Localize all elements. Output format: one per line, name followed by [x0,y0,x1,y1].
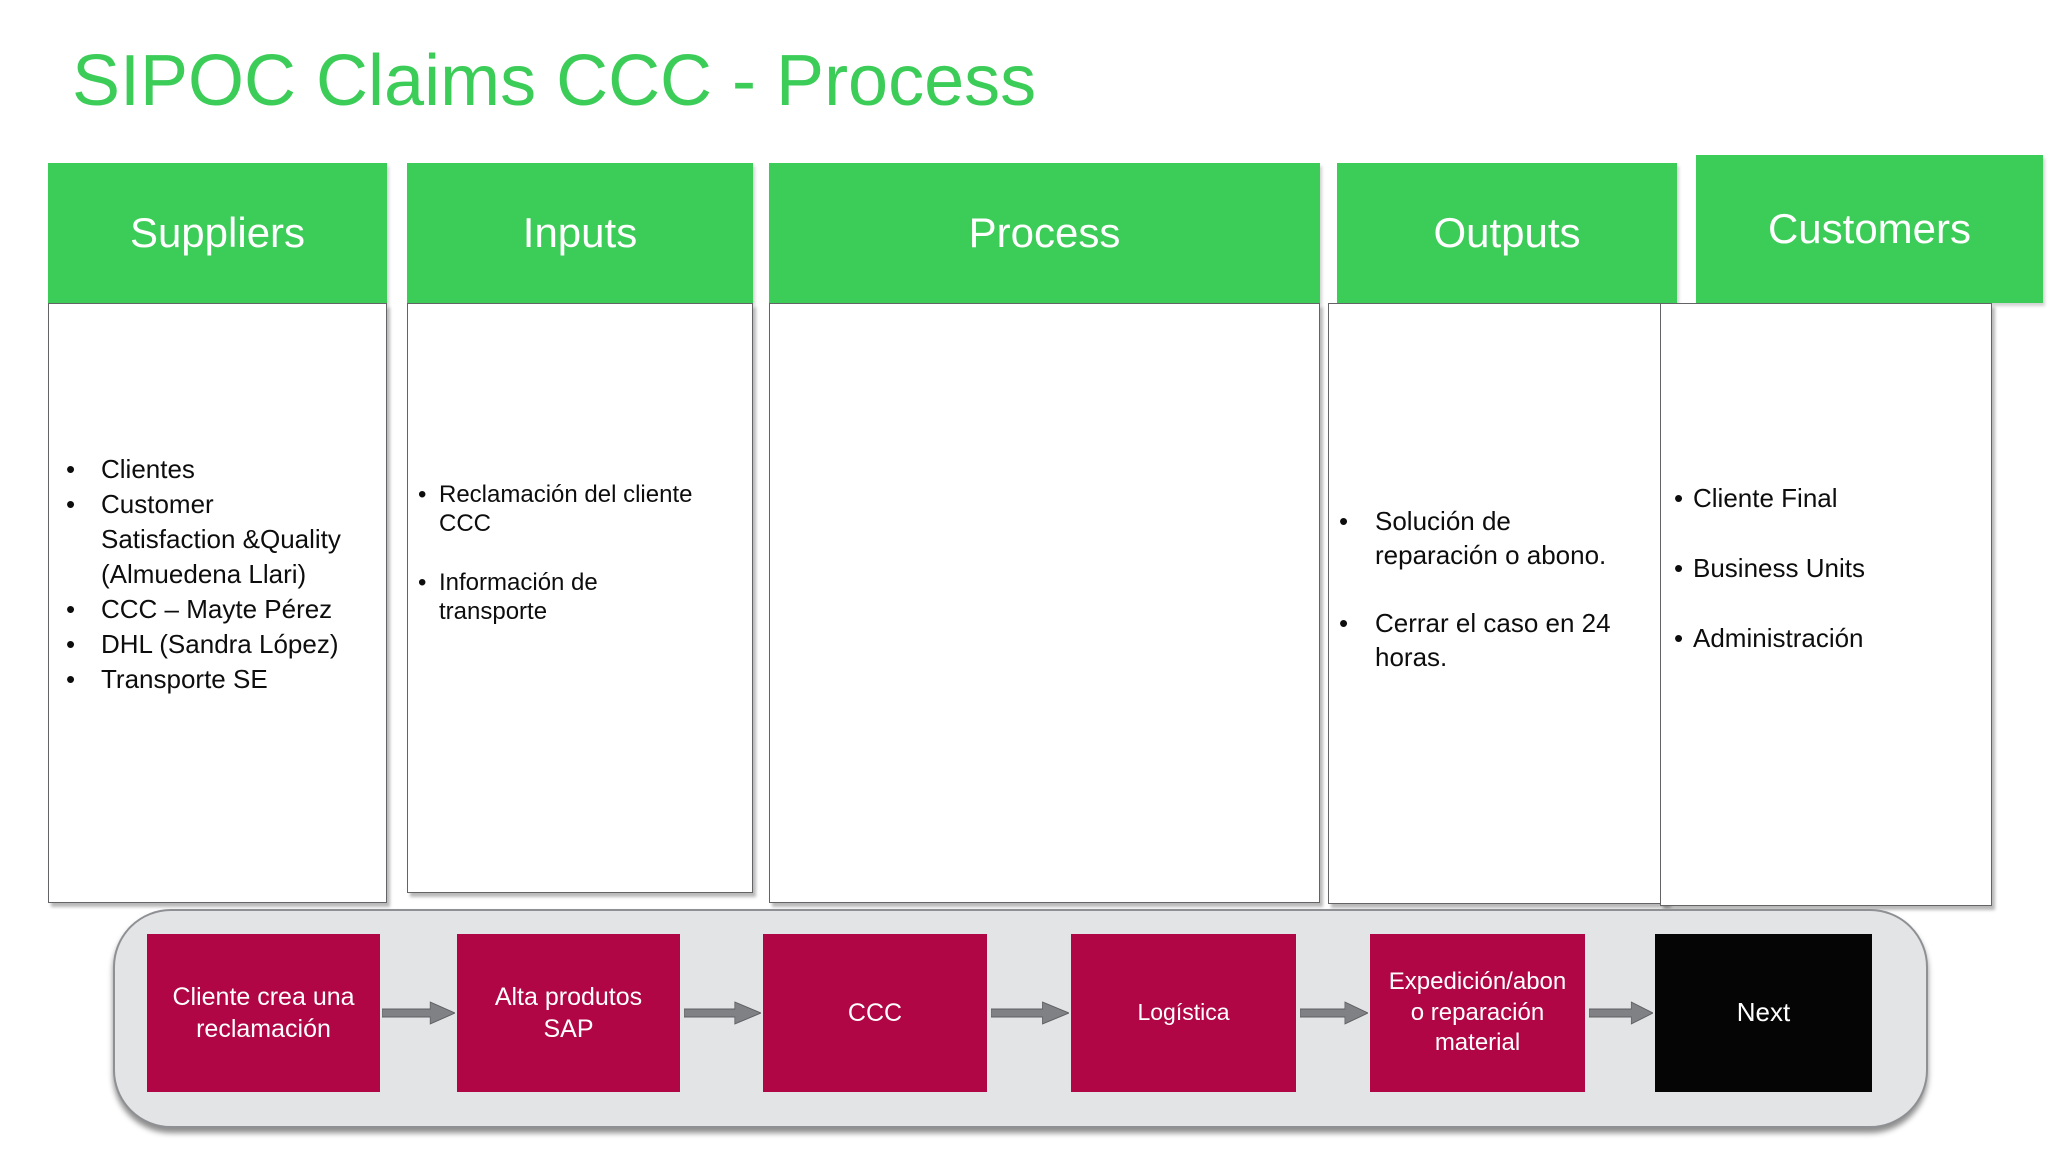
column-body-suppliers: • Clientes • Customer Satisfaction &Qual… [48,303,387,903]
bullet-icon: • [66,629,76,659]
list-item: • Administración [1674,622,1985,654]
list-item-text: Business Units [1693,553,1865,583]
list-item-text: Reclamación del cliente CCC [439,481,693,537]
column-header-label: Inputs [522,209,638,256]
bullet-icon: • [1339,608,1349,638]
list-item: • Transporte SE [66,662,378,697]
page-title: SIPOC Claims CCC - Process [72,41,1037,121]
arrow-right-icon [1300,1000,1368,1026]
list-item: • Cliente Final [1674,482,1985,514]
list-item: • Customer Satisfaction &Quality (Almued… [66,487,378,592]
list-item: • CCC – Mayte Pérez [66,592,378,627]
flow-step-cliente-crea-reclamacion: Cliente crea una reclamación [147,934,380,1092]
arrow-right-icon [684,1000,761,1026]
arrow-right-icon [991,1000,1069,1026]
column-body-outputs: • Solución de reparación o abono. • Cerr… [1328,303,1668,904]
next-button-label: Next [1736,997,1791,1028]
flow-step-label: Cliente crea una reclamación [172,983,355,1043]
next-button[interactable]: Next [1655,934,1872,1092]
list-item-text: Solución de reparación o abono. [1375,506,1607,570]
customers-list: • Cliente Final • Business Units • Admin… [1661,304,1991,654]
flow-step-label: CCC [847,999,903,1027]
bullet-icon: • [66,454,76,484]
column-header-label: Customers [1767,205,1972,252]
bullet-icon: • [66,594,76,624]
list-item-text: Información de transporte [439,569,598,625]
flow-step-label: Expedición/abon o reparación material [1388,967,1567,1057]
bullet-icon: • [418,481,427,508]
bullet-icon: • [66,489,76,519]
column-body-process [769,303,1320,903]
list-item-text: Customer Satisfaction &Quality (Almueden… [101,489,341,589]
list-item-text: CCC – Mayte Pérez [101,594,333,624]
list-item-text: Administración [1693,623,1864,653]
list-item-text: Cliente Final [1693,483,1838,513]
list-item-text: DHL (Sandra López) [101,629,339,659]
flow-step-ccc: CCC [763,934,987,1092]
list-item: • Información de transporte [418,568,746,626]
bullet-icon: • [1674,553,1684,583]
list-item: • Clientes [66,452,378,487]
column-body-customers: • Cliente Final • Business Units • Admin… [1660,303,1992,906]
inputs-list: • Reclamación del cliente CCC • Informac… [408,304,752,626]
column-body-inputs: • Reclamación del cliente CCC • Informac… [407,303,753,893]
bullet-icon: • [1339,506,1349,536]
flow-step-alta-produtos-sap: Alta produtos SAP [457,934,680,1092]
column-header-inputs: Inputs [407,163,753,303]
bullet-icon: • [66,664,76,694]
column-header-suppliers: Suppliers [48,163,387,303]
list-item: • Cerrar el caso en 24 horas. [1339,606,1661,674]
flow-step-logistica: Logística [1071,934,1296,1092]
suppliers-list: • Clientes • Customer Satisfaction &Qual… [49,304,386,697]
bullet-icon: • [418,569,427,596]
flow-step-label: Alta produtos SAP [494,983,643,1043]
arrow-right-icon [1589,1000,1653,1026]
column-header-customers: Customers [1696,155,2043,303]
column-header-label: Outputs [1433,209,1581,256]
bullet-icon: • [1674,623,1684,653]
process-flow-band [113,909,1928,1128]
list-item: • DHL (Sandra López) [66,627,378,662]
list-item-text: Transporte SE [101,664,268,694]
list-item: • Solución de reparación o abono. [1339,504,1661,572]
column-header-label: Process [968,209,1121,256]
list-item: • Business Units [1674,552,1985,584]
bullet-icon: • [1674,483,1684,513]
list-item-text: Clientes [101,454,195,484]
arrow-right-icon [382,1000,455,1026]
column-header-process: Process [769,163,1320,303]
outputs-list: • Solución de reparación o abono. • Cerr… [1329,304,1667,674]
column-header-label: Suppliers [129,209,306,256]
column-header-outputs: Outputs [1337,163,1677,303]
list-item-text: Cerrar el caso en 24 horas. [1375,608,1611,672]
flow-step-expedicion-abono-reparacion: Expedición/abon o reparación material [1370,934,1585,1092]
list-item: • Reclamación del cliente CCC [418,480,746,538]
flow-step-label: Logística [1137,999,1230,1026]
